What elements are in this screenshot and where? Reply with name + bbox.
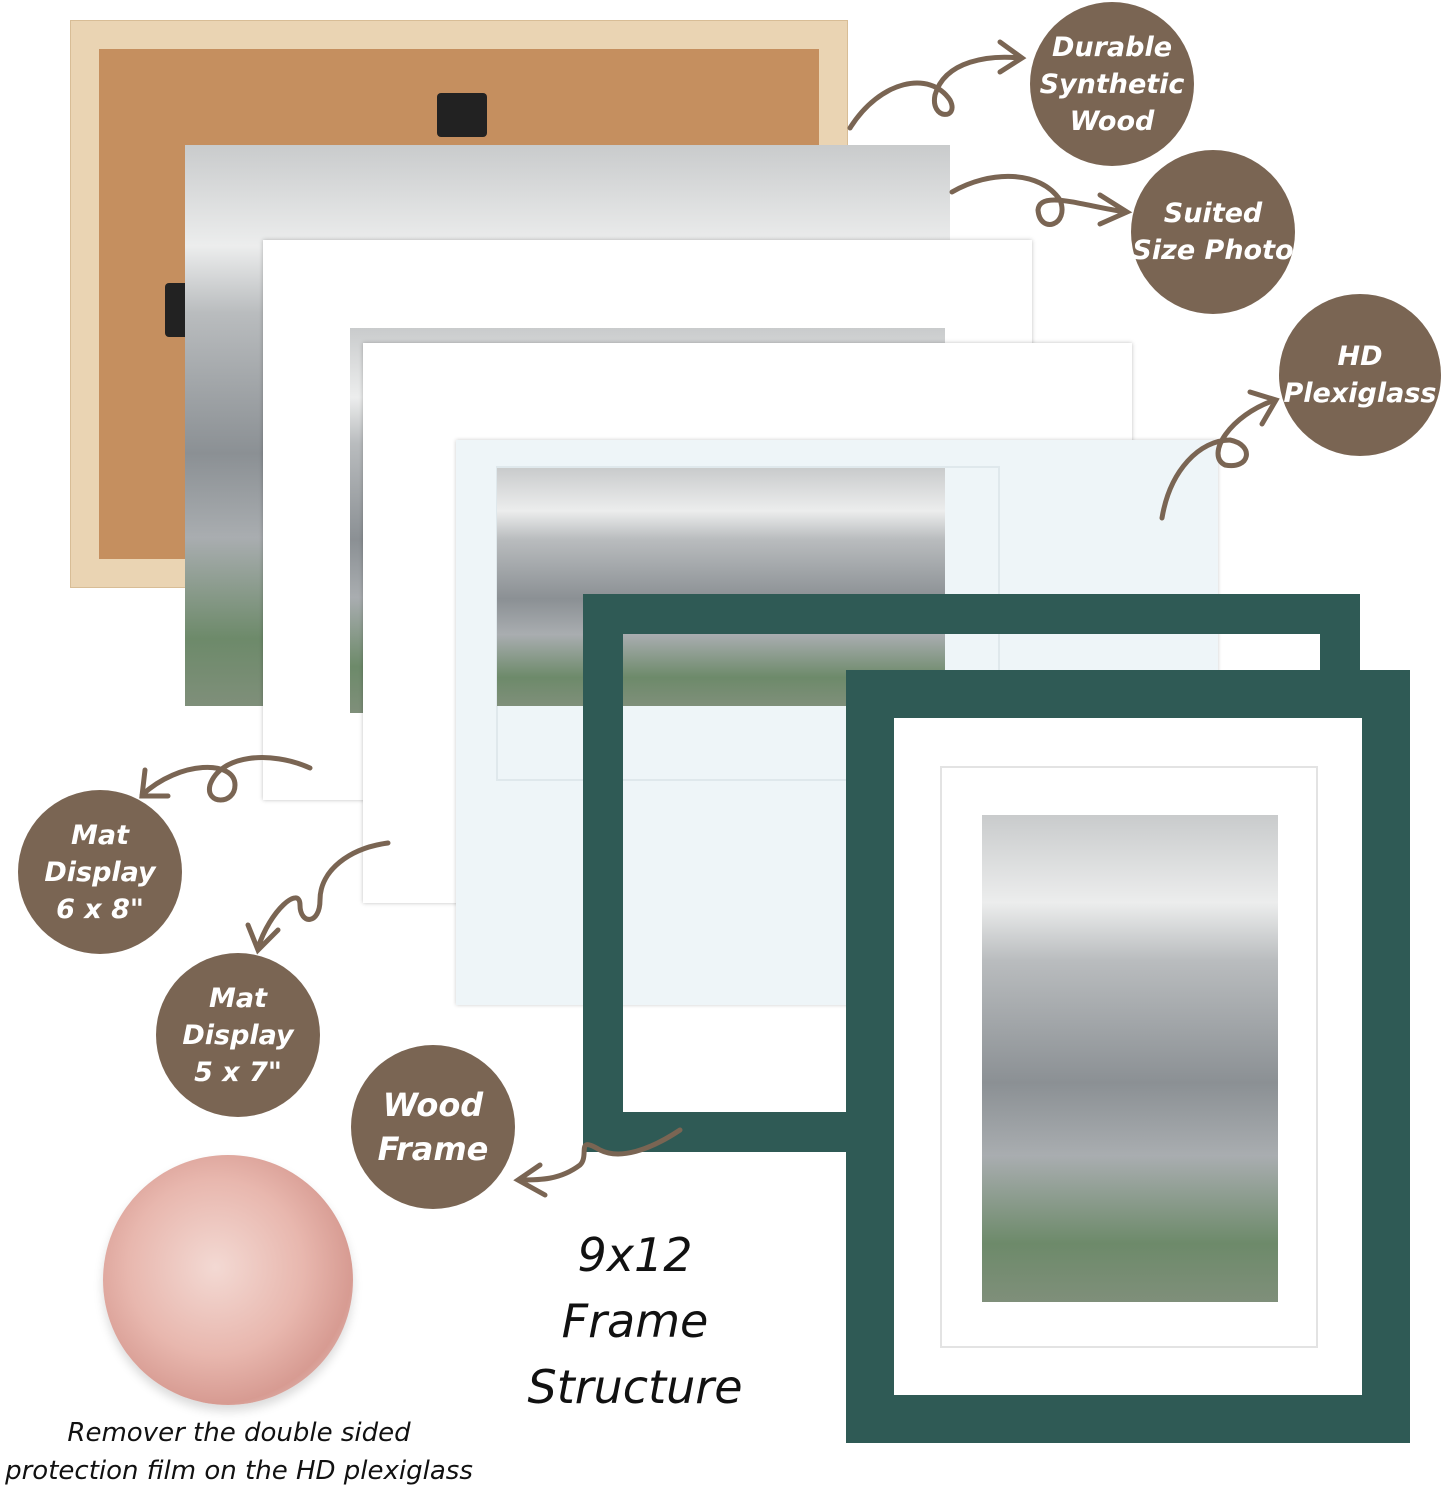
badge-hd-plexiglass: HD Plexiglass [1279,294,1441,456]
badge-line: Mat [209,982,267,1014]
badge-line: Wood [382,1086,484,1124]
title-line: Structure [527,1360,743,1414]
structure-title: 9x12 Frame Structure [470,1222,800,1420]
badge-line: Display [182,1019,294,1051]
badge-line: Plexiglass [1283,378,1437,409]
wood-frame-front [846,670,1410,1443]
badge-line: Durable [1051,31,1173,63]
badge-line: Display [44,856,156,888]
front-photo [982,815,1278,1302]
hanger-icon [437,93,487,137]
badge-line: Size Photo [1132,235,1294,266]
arrow-mat57 [245,840,391,955]
plexiglass-photo [497,468,945,706]
badge-line: Frame [377,1130,489,1168]
note-line: Remover the double sided [67,1418,411,1448]
arrow-durable [847,39,1027,131]
arrow-wood [513,1127,683,1198]
film-note: Remover the double sided protection film… [0,1414,478,1490]
arrow-suited [949,174,1133,227]
arrow-mat68 [139,755,313,803]
arrow-hd [1159,389,1280,521]
badge-line: Suited [1163,198,1263,229]
badge-line: Wood [1069,105,1155,137]
badge-line: 6 x 8" [56,893,144,925]
badge-line: Mat [71,819,129,851]
note-line: protection film on the HD plexiglass [5,1456,473,1486]
title-size: 9x12 [577,1228,693,1282]
badge-line: 5 x 7" [194,1056,282,1088]
film-removal-photo [103,1155,353,1405]
badge-line: Synthetic [1039,68,1185,100]
front-mat [940,766,1318,1348]
title-line: Frame [561,1294,709,1348]
badge-line: HD [1337,341,1383,372]
